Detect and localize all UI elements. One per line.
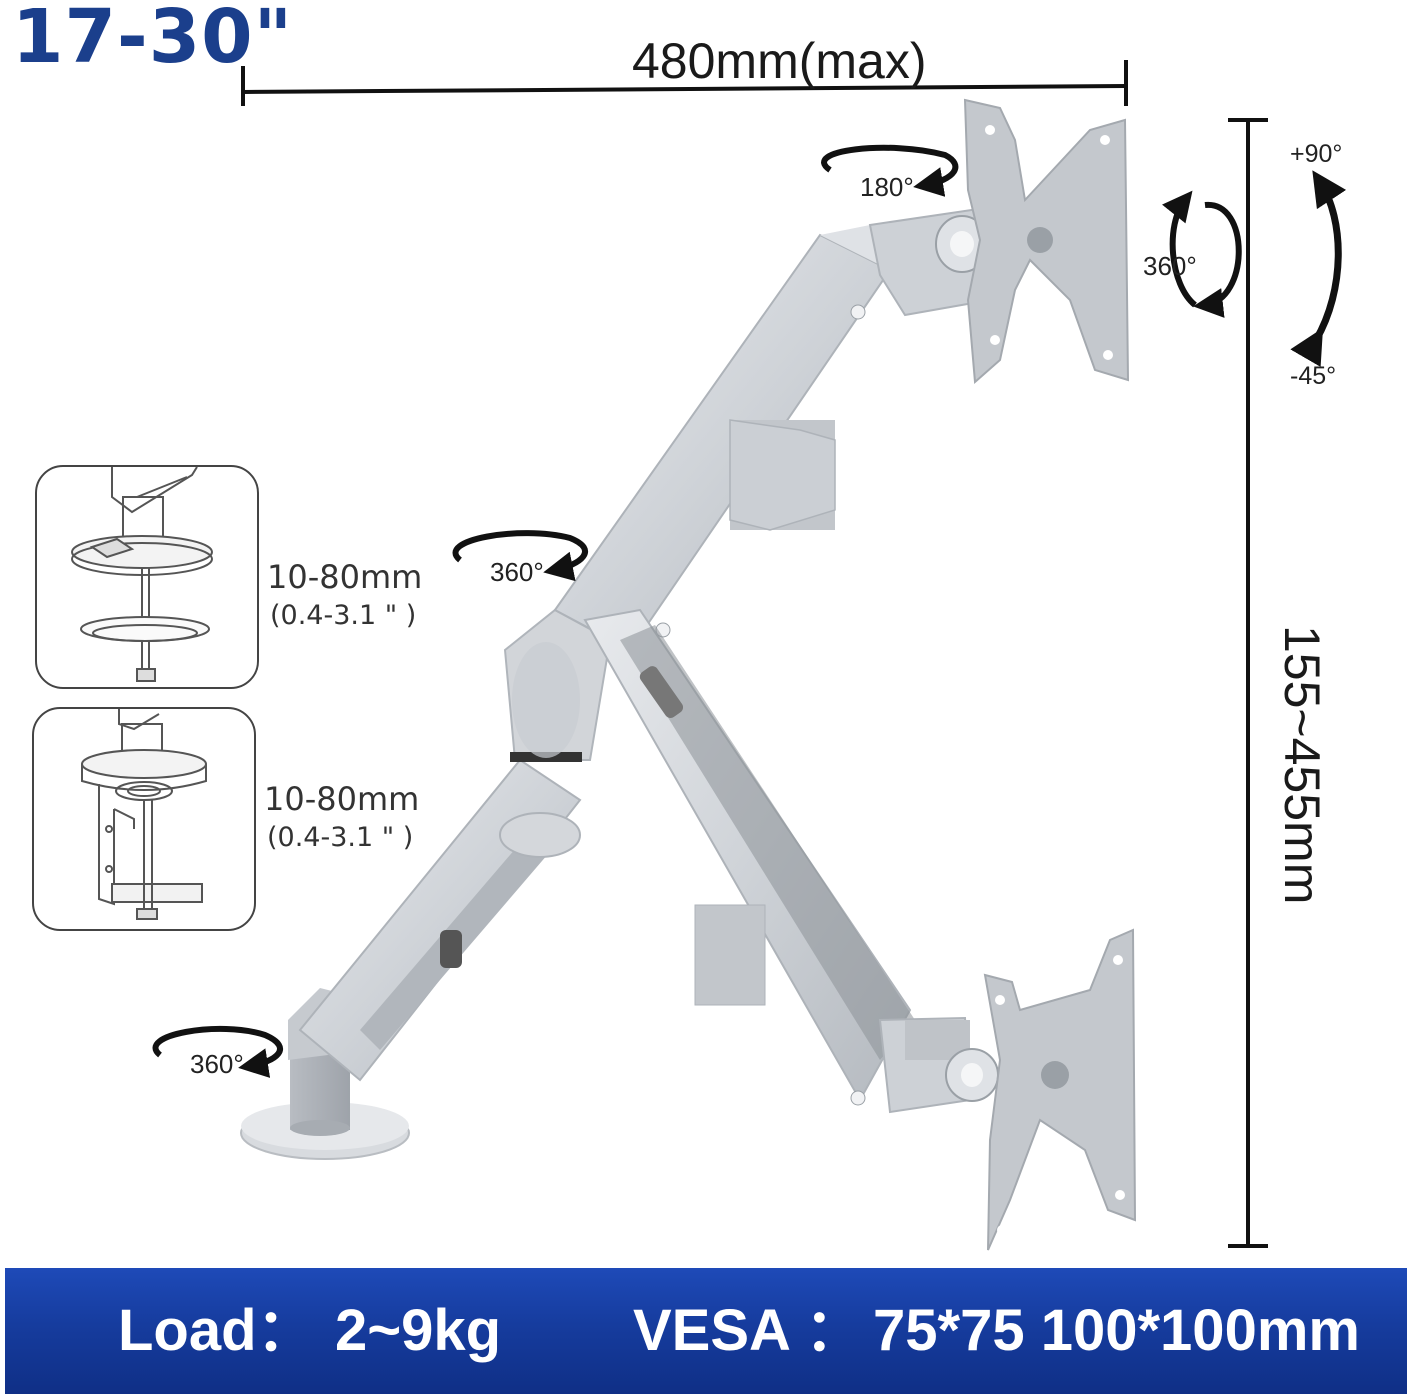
rotate-arrow-base: [152, 1025, 283, 1078]
rotation-label-mid: 360°: [490, 557, 544, 587]
height-dimension-label: 155~455mm: [1274, 625, 1330, 904]
rotate-arrow-mid: [452, 530, 588, 582]
rotate-arrow-top: [821, 144, 959, 197]
bottom-tilt-head: [878, 1016, 999, 1114]
grommet-thickness-inch: (0.4-3.1 " ): [270, 600, 417, 631]
spec-banner: Load： 2~9kg VESA ： 75*75 100*100mm: [5, 1268, 1407, 1394]
grommet-mount-drawing: [71, 466, 213, 682]
clamp-mount-inset: [32, 707, 256, 931]
rotation-label-base: 360°: [190, 1049, 244, 1079]
vesa-label: VESA ：: [633, 1298, 863, 1363]
bottom-vesa-plate: [983, 928, 1137, 1251]
clamp-mount-drawing: [81, 709, 207, 920]
rotate-arrow-vesa: [1162, 190, 1242, 318]
elbow-joint: [503, 608, 612, 762]
clamp-thickness-range: 10-80mm: [264, 780, 420, 818]
load-label: Load：: [118, 1298, 315, 1363]
height-dimension-line: [1228, 118, 1268, 1248]
load-value: 2~9kg: [335, 1298, 502, 1363]
grommet-mount-inset: [35, 465, 259, 689]
width-dimension-label: 480mm(max): [632, 33, 926, 89]
rotation-label-vesa: 360°: [1143, 251, 1197, 281]
vesa-value: 75*75 100*100mm: [873, 1298, 1360, 1363]
grommet-thickness-range: 10-80mm: [267, 558, 423, 596]
clamp-thickness-inch: (0.4-3.1 " ): [267, 822, 414, 853]
tilt-arrow: [1290, 170, 1347, 367]
rotation-label-top: 180°: [860, 172, 914, 202]
upper-arm-top: [553, 225, 900, 652]
top-vesa-plate: [963, 98, 1130, 385]
tilt-up-label: +90°: [1290, 140, 1342, 168]
upper-arm-bottom: [583, 608, 915, 1106]
width-dimension-line: [241, 60, 1128, 106]
lower-arm: [298, 758, 582, 1082]
screen-size-title: 17-30": [12, 0, 294, 80]
tilt-down-label: -45°: [1290, 362, 1336, 390]
top-tilt-head: [868, 206, 992, 317]
